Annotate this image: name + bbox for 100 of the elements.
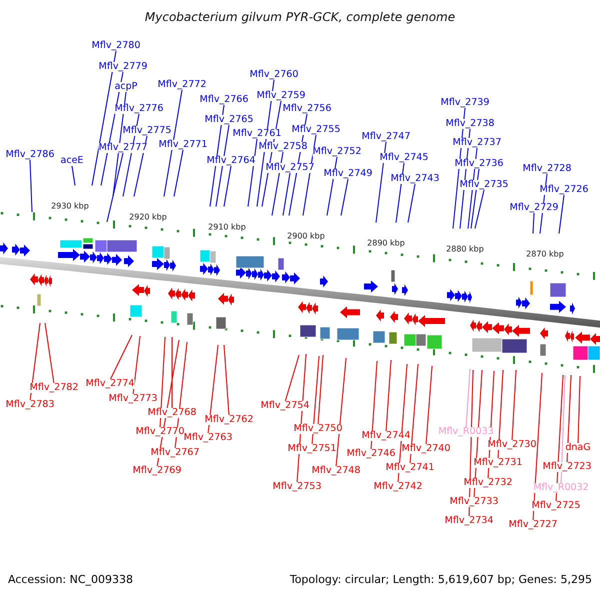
- gene-label: Mflv_2758: [258, 142, 308, 152]
- gene-label: Mflv_2744: [362, 431, 410, 441]
- gene-label: Mflv_2774: [86, 379, 134, 389]
- leader-line: [578, 376, 580, 444]
- leader-line: [426, 366, 432, 446]
- gene-label: Mflv_2746: [346, 449, 396, 459]
- gene-label: Mflv_2734: [444, 516, 494, 526]
- gene-label: Mflv_2759: [256, 91, 306, 101]
- gene-label: Mflv_2760: [250, 70, 298, 80]
- leader-line: [318, 354, 324, 426]
- leader-line: [556, 374, 564, 502]
- gene-label: Mflv_2745: [380, 153, 428, 163]
- gene-label: Mflv_2739: [440, 98, 490, 108]
- leader-line: [376, 142, 386, 223]
- gene-label: Mflv_2755: [292, 125, 340, 135]
- gene-label: Mflv_2732: [464, 478, 512, 488]
- gene-label: dnaG: [565, 443, 591, 453]
- gene-label: Mflv_2752: [312, 147, 362, 157]
- leader-line: [466, 368, 470, 428]
- gene-label: Mflv_2772: [158, 80, 206, 90]
- gene-label: Mflv_2740: [402, 444, 450, 454]
- gene-label: Mflv_2777: [98, 143, 148, 153]
- gene-label: Mflv_2764: [206, 156, 256, 166]
- gene-label: Mflv_2782: [30, 383, 78, 393]
- gene-label: Mflv_2769: [132, 466, 182, 476]
- gene-label: Mflv_2768: [148, 408, 196, 418]
- gene-label: Mflv_2765: [204, 115, 254, 125]
- coordinate-label: 2890 kbp: [367, 238, 405, 248]
- gene-label: Mflv_2730: [488, 440, 536, 450]
- leader-line: [92, 50, 116, 186]
- gene-label: Mflv_2733: [450, 497, 498, 507]
- footer-text: Topology: circular; Length: 5,619,607 bp; Genes: 5,295: [290, 573, 592, 587]
- gene-label: Mflv_2753: [272, 482, 322, 492]
- gene-label: Mflv_2783: [6, 400, 54, 410]
- gene-label: Mflv_2738: [446, 119, 494, 129]
- gene-label: Mflv_2742: [374, 482, 422, 492]
- gene-label: Mflv_2761: [232, 129, 282, 139]
- leader-line: [408, 184, 416, 223]
- gene-label: Mflv_2770: [136, 427, 184, 437]
- leader-line: [498, 370, 504, 460]
- footer-text: Accession: NC_009338: [8, 573, 134, 587]
- leader-line: [410, 364, 418, 464]
- gene-label: Mflv_2780: [92, 41, 140, 51]
- gene-label: Mflv_2728: [522, 164, 572, 174]
- gene-label: Mflv_2756: [282, 104, 332, 114]
- leader-line: [44, 322, 54, 384]
- gene-label: Mflv_2747: [362, 132, 410, 142]
- gene-label: Mflv_2773: [108, 394, 158, 404]
- leader-line: [224, 344, 230, 416]
- coordinate-label: 2870 kbp: [526, 250, 564, 258]
- leader-line: [106, 152, 124, 222]
- coordinate-label: 2910 kbp: [208, 222, 246, 232]
- leader-line: [370, 360, 378, 450]
- gene-label: Mflv_2748: [312, 466, 360, 476]
- gene-label: Mflv_2726: [540, 185, 588, 195]
- leader-line: [208, 344, 218, 434]
- leader-line: [532, 212, 534, 234]
- gene-label: Mflv_2737: [452, 138, 502, 148]
- gene-label: Mflv_2779: [98, 62, 148, 72]
- gene-label: Mflv_2771: [158, 140, 208, 150]
- leader-line: [30, 160, 32, 212]
- leader-line: [72, 166, 76, 186]
- leader-line: [282, 172, 290, 216]
- leader-line: [558, 194, 564, 234]
- gene-label: Mflv_2751: [288, 444, 336, 454]
- leader-line: [340, 178, 348, 216]
- leader-line: [174, 150, 184, 197]
- coordinate-label: 2930 kbp: [51, 202, 89, 210]
- gene-label: Mflv_2757: [266, 163, 314, 173]
- leader-line: [336, 358, 346, 468]
- leader-line: [160, 336, 166, 428]
- coordinate-label: 2920 kbp: [129, 212, 167, 222]
- gene-label: Mflv_2775: [122, 126, 172, 136]
- coordinate-label: 2900 kbp: [287, 232, 325, 240]
- gene-label: Mflv_2729: [510, 203, 558, 213]
- leader-line: [560, 374, 566, 484]
- gene-label: Mflv_2750: [294, 424, 342, 434]
- gene-label: Mflv_2749: [324, 169, 372, 179]
- leader-line: [312, 356, 320, 446]
- gene-label: Mflv_2786: [6, 150, 54, 160]
- gene-label: Mflv_2763: [184, 433, 232, 443]
- gene-label: Mflv_2776: [114, 104, 164, 114]
- gene-label: Mflv_2731: [474, 458, 522, 468]
- leader-line: [30, 322, 40, 402]
- leader-line: [132, 336, 140, 396]
- gene-label: Mflv_2725: [532, 501, 580, 511]
- gene-label: Mflv_R0033: [438, 427, 494, 437]
- leader-line: [566, 374, 572, 464]
- gene-label: Mflv_2727: [508, 520, 558, 530]
- leader-line: [110, 334, 132, 380]
- leader-line: [224, 166, 232, 207]
- leader-line: [284, 354, 300, 402]
- gene-label: Mflv_2735: [460, 180, 508, 190]
- gene-label: Mflv_2767: [150, 448, 200, 458]
- leader-line: [532, 372, 542, 522]
- gene-label: Mflv_2741: [386, 463, 434, 473]
- coordinate-label: 2880 kbp: [446, 244, 484, 254]
- gene-label: Mflv_2723: [542, 462, 592, 472]
- leader-line: [512, 370, 516, 442]
- leader-line: [386, 360, 392, 432]
